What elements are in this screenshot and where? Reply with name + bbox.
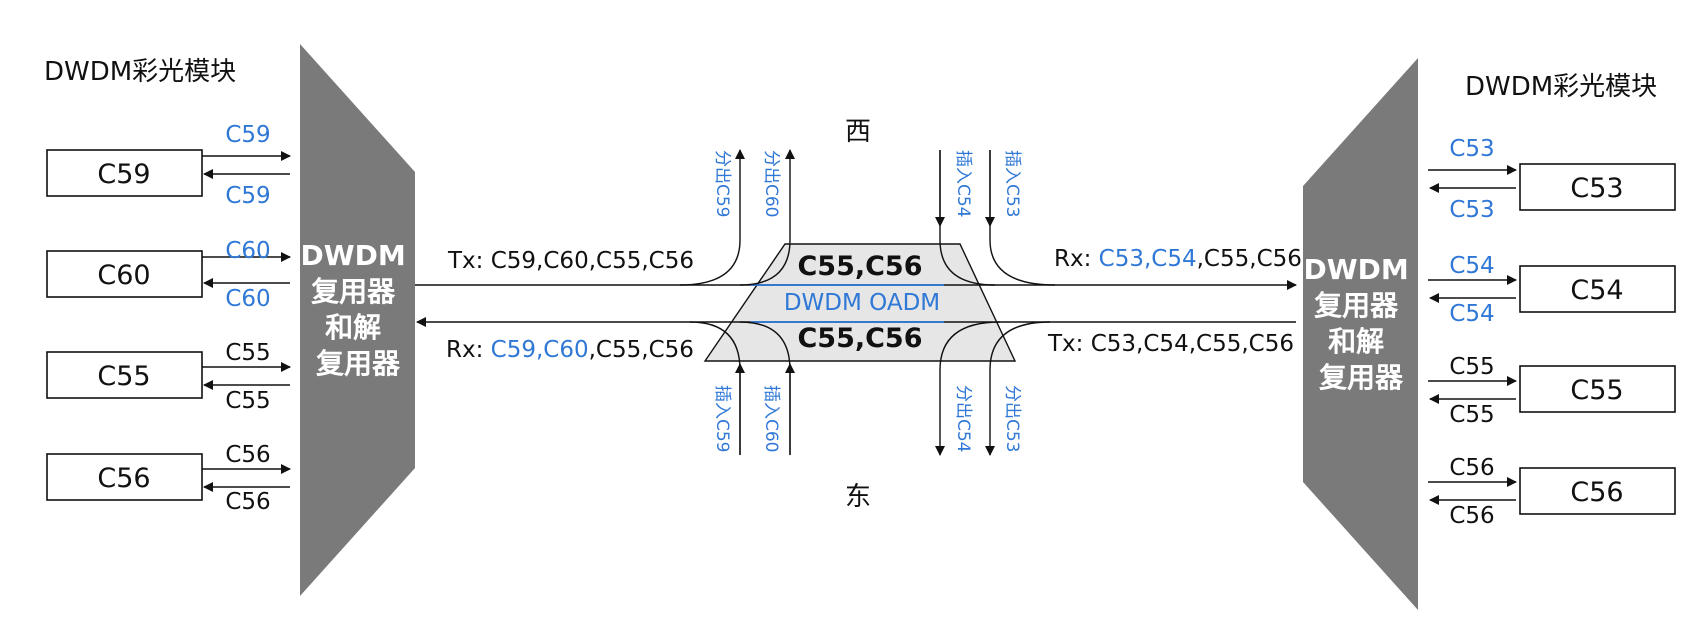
right-mux-line-2: 复用器 [1314, 289, 1399, 322]
left-mux-line-4: 复用器 [316, 347, 401, 380]
left-module-c55: C55 C55 C55 [46, 340, 291, 414]
right-module-label: C55 [1570, 375, 1623, 406]
right-title: DWDM彩光模块 [1465, 72, 1657, 102]
add-c54-curve [939, 150, 996, 286]
right-tx-channels: C53,C54,C55,C56 [1091, 331, 1294, 357]
right-module-box [1519, 265, 1676, 313]
add-c60-label: 插入C60 [761, 385, 781, 453]
right-module-label: C53 [1570, 173, 1623, 204]
right-rx-comma: , [1144, 246, 1151, 272]
right-module-rx-label: C55 [1449, 354, 1494, 380]
right-module-rx-label: C56 [1449, 455, 1494, 481]
right-module-box [1519, 365, 1676, 413]
left-module-rx-label: C55 [225, 388, 270, 414]
right-module-tx-label: C55 [1449, 402, 1494, 428]
right-module-c56: C56 C56 C56 [1428, 455, 1676, 529]
left-module-box [46, 351, 203, 399]
right-module-box [1519, 163, 1676, 211]
add-c54-label: 插入C54 [953, 150, 973, 218]
left-module-tx-label: C60 [225, 238, 270, 264]
right-module-label: C56 [1570, 477, 1623, 508]
right-mux-line-4: 复用器 [1319, 361, 1404, 394]
drop-c60-curve [739, 149, 795, 286]
right-module-label: C54 [1570, 275, 1623, 306]
left-module-rx-label: C60 [225, 286, 270, 312]
left-title: DWDM彩光模块 [44, 57, 236, 87]
right-module-c54: C54 C54 C54 [1428, 253, 1676, 327]
drop-c59-label: 分出C59 [712, 150, 732, 218]
left-module-c60: C60 C60 C60 [46, 238, 291, 312]
left-tx-channels: C59,C60,C55,C56 [491, 248, 694, 274]
drop-c53-label: 分出C53 [1002, 385, 1022, 453]
left-module-label: C56 [97, 463, 150, 494]
right-tx-prefix: Tx: [1047, 331, 1091, 357]
right-rx-blue-1: C53 [1099, 246, 1144, 272]
svg-text:DWDM 复用器 和解 复用器: DWDM 复用器 和解 复用器 [1304, 253, 1419, 394]
svg-text:DWDM 复用器 和解 复用器: DWDM 复用器 和解 复用器 [301, 239, 416, 380]
left-mux-line-3: 和解 [325, 311, 381, 344]
right-tx-label: Tx: C53,C54,C55,C56 [1047, 331, 1294, 357]
left-module-c59: C59 C59 C59 [46, 122, 291, 209]
left-module-label: C60 [97, 260, 150, 291]
right-rx-label: Rx: C53,C54,C55,C56 [1054, 246, 1302, 272]
right-module-tx-label: C56 [1449, 503, 1494, 529]
drop-c60-label: 分出C60 [761, 150, 781, 218]
left-rx-rest: ,C55,C56 [589, 337, 694, 363]
left-module-rx-label: C59 [225, 183, 270, 209]
drop-c53-curve [985, 321, 1051, 456]
left-module-c56: C56 C56 C56 [46, 442, 291, 515]
right-mux-line-1: DWDM [1304, 253, 1409, 286]
add-c59-label: 插入C59 [712, 385, 732, 453]
right-mux-demux-shape [1303, 58, 1418, 610]
left-mux-demux-shape [300, 44, 415, 596]
add-c53-curve [989, 150, 1056, 286]
add-c53-label: 插入C53 [1002, 150, 1022, 218]
left-tx-label: Tx: C59,C60,C55,C56 [447, 248, 694, 274]
left-tx-prefix: Tx: [447, 248, 491, 274]
left-module-rx-label: C56 [225, 489, 270, 515]
left-rx-blue: C59,C60 [491, 337, 589, 363]
drop-c59-curve [679, 149, 745, 286]
right-module-tx-label: C54 [1449, 301, 1494, 327]
right-module-c55: C55 C55 C55 [1428, 354, 1676, 428]
left-module-tx-label: C56 [225, 442, 270, 468]
east-label: 东 [845, 482, 871, 512]
right-rx-blue-2: C54 [1151, 246, 1196, 272]
right-module-tx-label: C53 [1449, 197, 1494, 223]
right-module-box [1519, 467, 1676, 515]
left-mux-line-2: 复用器 [311, 275, 396, 308]
left-rx-prefix: Rx: [446, 337, 491, 363]
drop-c54-label: 分出C54 [953, 385, 973, 453]
left-module-label: C55 [97, 361, 150, 392]
right-module-rx-label: C53 [1449, 136, 1494, 162]
left-module-label: C59 [97, 159, 150, 190]
oadm-bottom-pass: C55,C56 [797, 323, 922, 354]
left-module-tx-label: C59 [225, 122, 270, 148]
left-module-box [46, 453, 203, 501]
oadm-label: DWDM OADM [784, 290, 940, 316]
right-module-rx-label: C54 [1449, 253, 1494, 279]
left-rx-label: Rx: C59,C60,C55,C56 [446, 337, 694, 363]
left-module-box [46, 250, 203, 298]
left-module-tx-label: C55 [225, 340, 270, 366]
left-mux-line-1: DWDM [301, 239, 406, 272]
west-label: 西 [845, 117, 871, 147]
right-rx-rest: ,C55,C56 [1197, 246, 1302, 272]
right-rx-prefix: Rx: [1054, 246, 1099, 272]
right-mux-line-3: 和解 [1328, 325, 1384, 358]
oadm-top-pass: C55,C56 [797, 251, 922, 282]
left-module-box [46, 149, 203, 197]
right-module-c53: C53 C53 C53 [1428, 136, 1676, 223]
drop-c54-curve [935, 321, 1001, 456]
